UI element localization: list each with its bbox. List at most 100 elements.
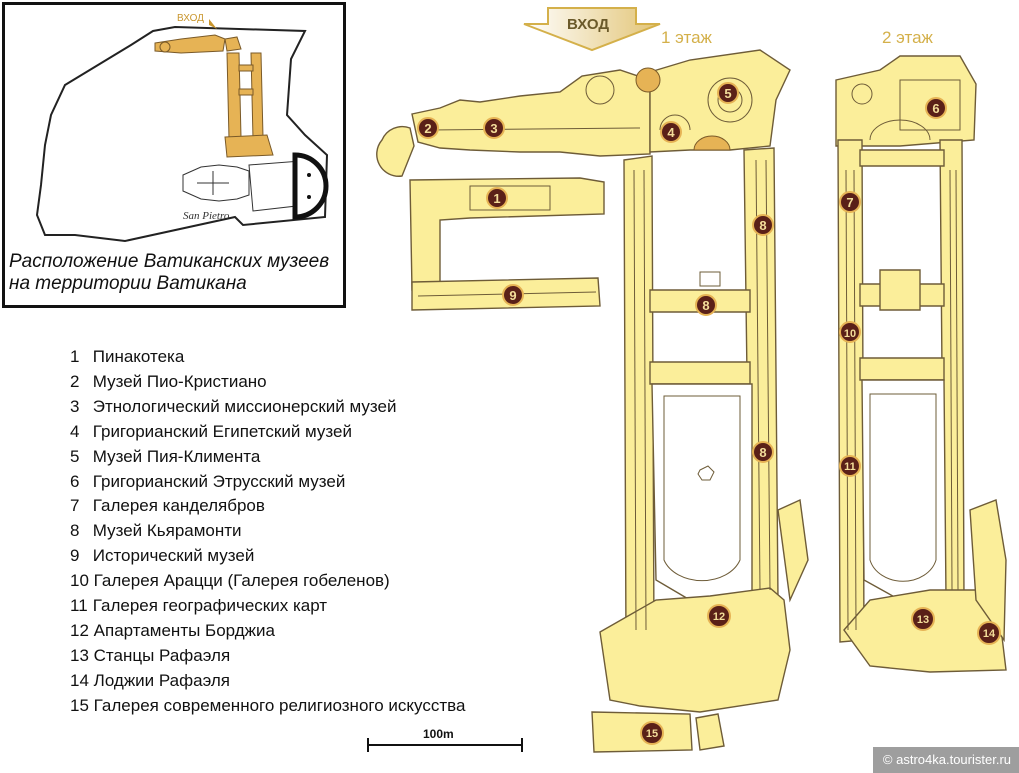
legend-label: Этнологический миссионерский музей <box>92 396 397 416</box>
legend-label: Лоджии Рафаэля <box>93 670 230 690</box>
legend-number: 13 <box>70 645 89 665</box>
marker-label: 1 <box>493 191 500 206</box>
legend-label: Станцы Рафаэля <box>93 645 231 665</box>
scale-bar <box>367 738 523 752</box>
inset-caption-line: на территории Ватикана <box>9 273 247 294</box>
legend-label: Галерея канделябров <box>92 496 265 516</box>
legend-item: 3 Этнологический миссионерский музей <box>70 395 465 420</box>
marker-label: 2 <box>424 121 431 136</box>
legend-number: 15 <box>70 695 89 715</box>
marker-label: 5 <box>724 86 731 101</box>
legend-number: 5 <box>70 446 80 466</box>
marker-14: 14 <box>977 621 1001 645</box>
entrance-label: ВХОД <box>567 16 609 33</box>
marker-9: 9 <box>502 284 524 306</box>
place-label: San Pietro <box>183 210 230 222</box>
floor-2-walls <box>845 79 961 631</box>
legend-label: Галерея современного религиозного искусс… <box>93 695 466 715</box>
legend-item: 4 Григорианский Египетский музей <box>70 420 465 445</box>
marker-13: 13 <box>911 607 935 631</box>
legend-number: 10 <box>70 571 89 591</box>
marker-10: 10 <box>839 321 861 343</box>
floor-1-label: 1 этаж <box>661 28 712 47</box>
legend-item: 12 Апартаменты Борджиа <box>70 619 465 644</box>
marker-label: 8 <box>759 445 766 460</box>
legend-number: 6 <box>70 471 80 491</box>
inset-caption-line: Расположение Ватиканских музеев <box>9 251 330 272</box>
marker-8: 8 <box>752 214 774 236</box>
marker-11: 11 <box>839 455 861 477</box>
legend-number: 1 <box>70 347 80 366</box>
legend-label: Григорианский Этрусский музей <box>92 471 346 491</box>
marker-label: 9 <box>509 288 516 303</box>
legend-item: 6 Григорианский Этрусский музей <box>70 470 465 495</box>
legend-item: 14 Лоджии Рафаэля <box>70 669 465 694</box>
marker-3: 3 <box>483 117 505 139</box>
legend-item: 2 Музей Пио-Кристиано <box>70 370 465 395</box>
legend-item: 7 Галерея канделябров <box>70 494 465 519</box>
legend-label: Исторический музей <box>92 546 255 566</box>
legend-label: Апартаменты Борджиа <box>93 620 275 640</box>
legend-number: 3 <box>70 396 80 416</box>
marker-label: 10 <box>844 328 856 340</box>
legend-label: Музей Кьярамонти <box>92 521 242 541</box>
marker-label: 12 <box>713 611 725 623</box>
marker-label: 8 <box>702 298 709 313</box>
legend-label: Музей Пия-Климента <box>92 446 261 466</box>
legend-item: 13 Станцы Рафаэля <box>70 644 465 669</box>
marker-label: 3 <box>490 121 497 136</box>
map-markers: 1 2 3 4 5 6 7 8 8 8 9 10 11 12 13 1 <box>417 82 1001 745</box>
marker-12: 12 <box>707 604 731 628</box>
legend-item: 9 Исторический музей <box>70 544 465 569</box>
legend-label: Галерея Арацци (Галерея гобеленов) <box>93 571 390 591</box>
scale-label: 100m <box>423 727 454 741</box>
inset-entrance-arrow: ВХОД <box>177 13 217 29</box>
legend-number: 4 <box>70 421 80 441</box>
floor-1-highlights <box>635 67 731 151</box>
marker-7: 7 <box>839 191 861 213</box>
marker-15: 15 <box>640 721 664 745</box>
legend-number: 12 <box>70 620 89 640</box>
marker-6: 6 <box>925 97 947 119</box>
legend-item: 10 Галерея Арацци (Галерея гобеленов) <box>70 569 465 594</box>
floor-1-plan <box>376 49 809 753</box>
vatican-outline-map: San Pietro ВХОД <box>35 13 329 243</box>
legend-number: 11 <box>70 596 88 616</box>
watermark: © astro4ka.tourister.ru <box>872 747 1019 773</box>
marker-label: 15 <box>646 728 658 740</box>
legend-number: 9 <box>70 546 80 566</box>
marker-8: 8 <box>695 294 717 316</box>
legend-label: Галерея географических карт <box>92 596 328 616</box>
legend-label: Григорианский Египетский музей <box>92 421 352 441</box>
marker-label: 6 <box>932 101 939 116</box>
marker-8: 8 <box>752 441 774 463</box>
legend-item: 1 Пинакотека <box>70 345 465 370</box>
legend-label: Музей Пио-Кристиано <box>92 371 267 391</box>
legend-number: 14 <box>70 670 89 690</box>
marker-label: 11 <box>844 461 856 473</box>
marker-4: 4 <box>660 121 682 143</box>
marker-label: 4 <box>667 125 675 140</box>
marker-5: 5 <box>717 82 739 104</box>
entrance-arrow: ВХОД <box>523 7 661 52</box>
location-inset: San Pietro ВХОД Расположение Ватиканских… <box>2 2 346 308</box>
floor-2-plan <box>835 55 1007 673</box>
marker-label: 8 <box>759 218 766 233</box>
legend-item: 11 Галерея географических карт <box>70 594 465 619</box>
legend-item: 5 Музей Пия-Климента <box>70 445 465 470</box>
legend-number: 7 <box>70 496 80 516</box>
marker-label: 14 <box>983 628 996 640</box>
marker-2: 2 <box>417 117 439 139</box>
legend-label: Пинакотека <box>92 347 185 366</box>
legend-item: 15 Галерея современного религиозного иск… <box>70 694 465 719</box>
marker-1: 1 <box>486 187 508 209</box>
marker-label: 13 <box>917 614 929 626</box>
legend-item: 8 Музей Кьярамонти <box>70 519 465 544</box>
inset-caption: Расположение Ватиканских музеев на терри… <box>9 251 345 295</box>
inset-entrance-label: ВХОД <box>177 13 204 24</box>
marker-label: 7 <box>846 195 853 210</box>
legend-number: 8 <box>70 521 80 541</box>
legend-number: 2 <box>70 371 80 391</box>
